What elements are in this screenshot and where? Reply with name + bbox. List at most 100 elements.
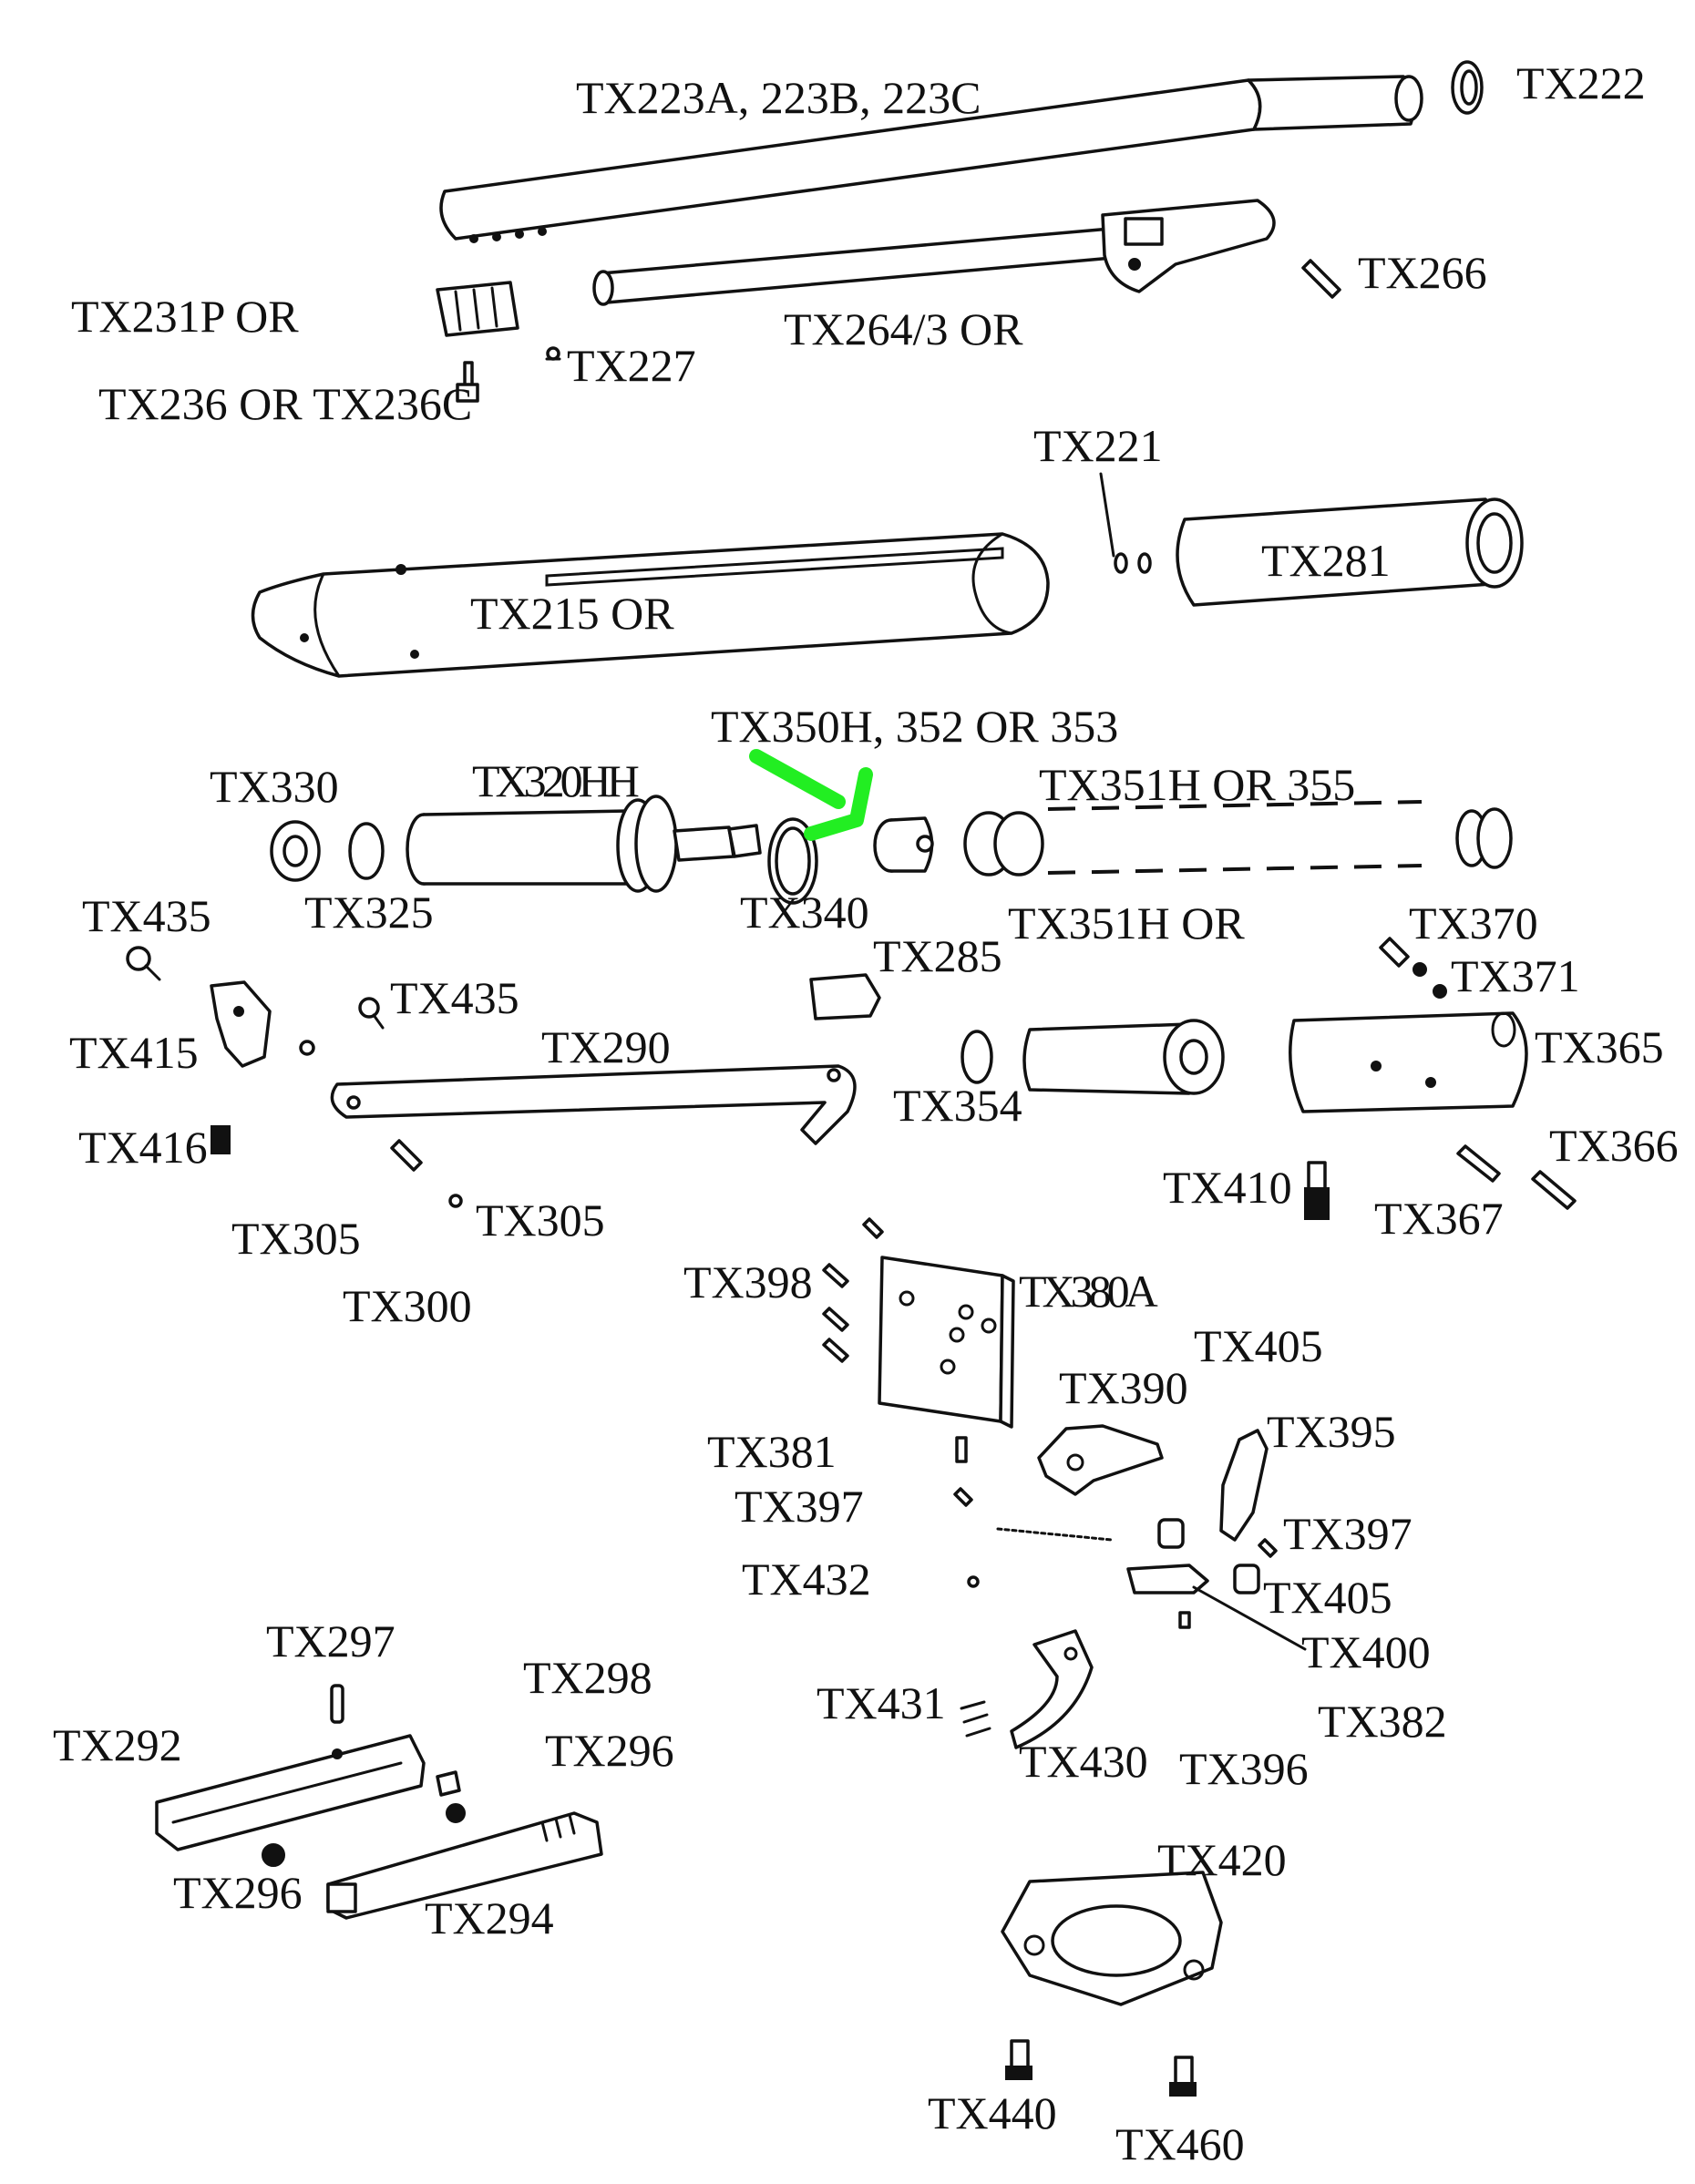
- receiver-tube: [251, 532, 1050, 678]
- label-tx296a: TX296: [545, 1725, 674, 1776]
- tx305a-pin-part: [390, 1139, 423, 1172]
- tx415-bracket-part: [210, 980, 272, 1068]
- label-tx420: TX420: [1157, 1834, 1287, 1885]
- label-tx281: TX281: [1261, 535, 1391, 586]
- tx231p-block-part: [436, 281, 519, 337]
- tx330-washer-part: [270, 820, 321, 882]
- tx320-piston-part: [406, 795, 762, 893]
- spring-strip-part: [996, 1527, 1114, 1542]
- label-tx370: TX370: [1409, 897, 1538, 948]
- label-tx365: TX365: [1535, 1021, 1664, 1072]
- tx397b-pin-part: [1258, 1538, 1278, 1558]
- label-tx381: TX381: [707, 1426, 837, 1477]
- label-tx397a: TX397: [734, 1481, 864, 1532]
- label-tx320: TX320HH: [472, 755, 639, 806]
- tx431-springs-part: [960, 1700, 991, 1738]
- tx365-trigger-block-part: [1289, 1011, 1528, 1113]
- label-tx266: TX266: [1358, 247, 1487, 298]
- tx296b-screw-part: [262, 1843, 285, 1867]
- label-tx305b: TX305: [476, 1195, 605, 1246]
- label-tx380a: TX380A: [1019, 1266, 1158, 1317]
- tx366-pin-part: [1531, 1170, 1577, 1210]
- label-tx294: TX294: [425, 1892, 554, 1943]
- tx430-trigger-blade-part: [1010, 1629, 1094, 1749]
- tx460-screw-part: [1169, 2056, 1197, 2097]
- label-tx435b: TX435: [390, 972, 519, 1023]
- label-tx398: TX398: [683, 1256, 813, 1307]
- tx435-screw-part: [126, 946, 161, 981]
- label-tx396: TX396: [1179, 1743, 1309, 1794]
- tx416-screw-part: [211, 1125, 231, 1154]
- label-tx366: TX366: [1549, 1120, 1679, 1171]
- tx440-screw-part: [1005, 2039, 1032, 2080]
- tx370-screw-part: [1379, 937, 1447, 999]
- cocking-lever-part: [592, 199, 1276, 306]
- tx281-sleeve-part: [1176, 497, 1524, 607]
- label-tx215: TX215 OR: [470, 588, 674, 639]
- label-tx305a: TX305: [231, 1213, 361, 1264]
- label-tx290: TX290: [541, 1021, 671, 1072]
- label-tx415: TX415: [69, 1027, 199, 1078]
- tx290-lever-part: [330, 1064, 857, 1145]
- label-tx440: TX440: [928, 2087, 1057, 2138]
- label-tx227: TX227: [567, 340, 696, 391]
- tx400-lever-part: [1126, 1564, 1307, 1651]
- tx351-spring-guide-part: [963, 800, 1513, 877]
- label-tx416: TX416: [78, 1122, 208, 1173]
- tx340-ring-part: [767, 817, 818, 905]
- tx398-pins-part: [822, 1217, 884, 1363]
- tx367-pin-part: [1456, 1144, 1501, 1183]
- tx381-pin-part: [955, 1436, 968, 1463]
- label-tx223: TX223A, 223B, 223C: [576, 72, 981, 123]
- label-tx297: TX297: [266, 1615, 396, 1666]
- tx410-screw-part: [1304, 1161, 1330, 1220]
- label-tx405b: TX405: [1263, 1572, 1392, 1623]
- label-tx435a: TX435: [82, 890, 211, 941]
- tx351-guide-part: [1022, 1019, 1225, 1095]
- label-tx382: TX382: [1318, 1696, 1447, 1747]
- tx221-pins-part: [1099, 472, 1152, 574]
- label-tx285: TX285: [873, 930, 1002, 981]
- label-tx397b: TX397: [1283, 1508, 1412, 1559]
- cocking-pin-part: [1301, 259, 1341, 299]
- tx227-screw-part: [545, 346, 561, 361]
- label-tx351a: TX351H OR 355: [1039, 759, 1355, 810]
- label-tx296b: TX296: [173, 1867, 303, 1918]
- label-tx350: TX350H, 352 OR 353: [711, 701, 1118, 752]
- tx285-block-part: [809, 973, 881, 1020]
- label-tx460: TX460: [1115, 2118, 1245, 2169]
- label-tx390: TX390: [1059, 1362, 1188, 1413]
- barrel-nut-part: [1451, 60, 1484, 115]
- barrel-tube: [439, 75, 1423, 243]
- label-tx292: TX292: [53, 1719, 182, 1770]
- label-tx410: TX410: [1163, 1162, 1292, 1213]
- small-nut-part: [299, 1040, 315, 1056]
- tx296-spring-part: [436, 1770, 466, 1823]
- label-tx325: TX325: [304, 887, 434, 938]
- part-labels: TX223A, 223B, 223C TX222 TX266 TX231P OR…: [53, 57, 1679, 2169]
- label-tx264: TX264/3 OR: [784, 303, 1023, 354]
- label-tx354: TX354: [893, 1080, 1022, 1131]
- label-tx351b: TX351H OR: [1008, 897, 1245, 948]
- label-tx221: TX221: [1033, 420, 1163, 471]
- tx420-guard-part: [1001, 1871, 1223, 2006]
- green-arrow-icon: [749, 749, 873, 841]
- label-tx298: TX298: [523, 1652, 652, 1703]
- label-tx367: TX367: [1374, 1193, 1504, 1244]
- label-tx400: TX400: [1301, 1626, 1431, 1677]
- label-tx431: TX431: [817, 1677, 946, 1728]
- label-tx395: TX395: [1267, 1406, 1396, 1457]
- label-tx231p: TX231P OR: [71, 291, 299, 342]
- label-tx371: TX371: [1451, 950, 1580, 1001]
- tx294-button-part: [326, 1811, 603, 1920]
- label-tx430: TX430: [1019, 1736, 1148, 1787]
- tx325-ring-part: [348, 822, 385, 880]
- tx236-screw-part: [456, 361, 479, 403]
- tx350-head-part: [873, 816, 934, 873]
- tx297-pin-part: [330, 1684, 344, 1724]
- tx432-nut-part: [967, 1575, 980, 1588]
- tx405-bush-part: [1157, 1518, 1260, 1594]
- tx354-ring-part: [960, 1030, 993, 1084]
- label-tx236: TX236 OR TX236C: [98, 378, 472, 429]
